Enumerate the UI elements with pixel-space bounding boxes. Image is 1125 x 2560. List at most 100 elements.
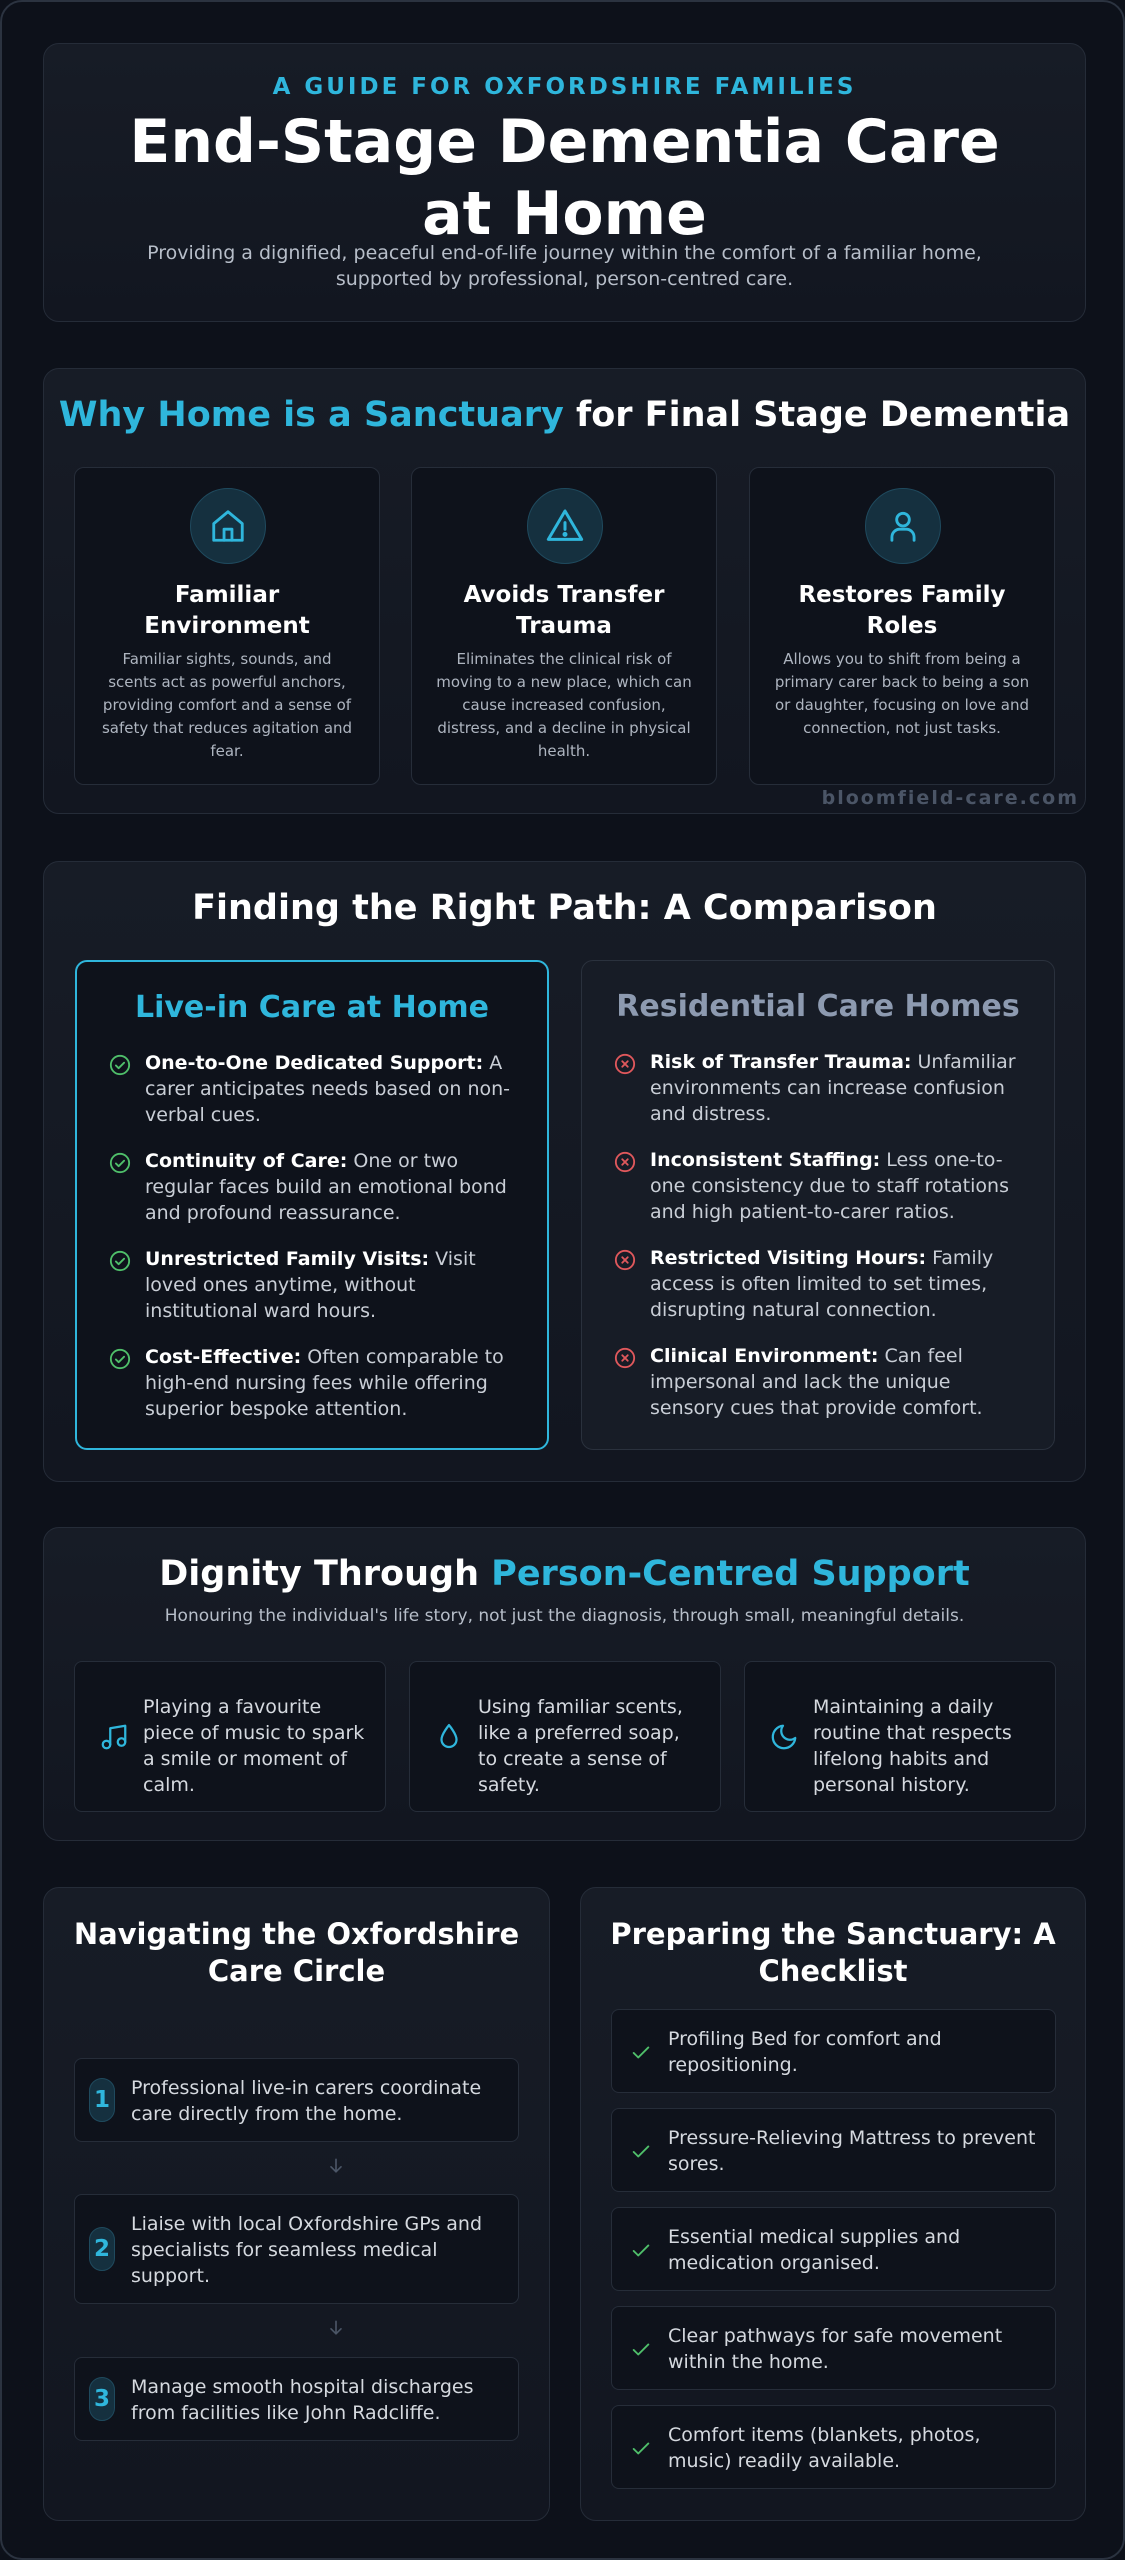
care-step: 3 Manage smooth hospital discharges from… (74, 2357, 519, 2441)
sanctuary-card-title: Avoids Transfer Trauma (463, 582, 665, 639)
item-bold: One-to-One Dedicated Support: (145, 1052, 484, 1074)
checklist-title: Preparing the Sanctuary: A Checklist (610, 1917, 1056, 1988)
x-circle-icon (614, 1347, 636, 1369)
live-in-item: Continuity of Care: One or two regular f… (109, 1148, 521, 1228)
checklist-item: Profiling Bed for comfort and reposition… (611, 2009, 1056, 2093)
watermark: bloomfield-care.com (821, 787, 1079, 809)
item-bold: Unrestricted Family Visits: (145, 1248, 430, 1270)
live-in-item: Cost-Effective: Often comparable to high… (109, 1344, 521, 1424)
item-bold: Risk of Transfer Trauma: (650, 1051, 912, 1073)
x-circle-icon (614, 1249, 636, 1271)
sanctuary-card-desc: Allows you to shift from being a primary… (774, 650, 1030, 737)
sanctuary-card-family: Restores Family Roles Allows you to shif… (749, 467, 1055, 785)
care-step: 2 Liaise with local Oxfordshire GPs and … (74, 2194, 519, 2304)
check-circle-icon (109, 1250, 131, 1272)
item-text: One or two regular faces build an emotio… (145, 1150, 507, 1224)
item-bold: Clinical Environment: (650, 1345, 879, 1367)
checklist-item-text: Profiling Bed for comfort and reposition… (668, 2028, 942, 2076)
check-circle-icon (109, 1054, 131, 1076)
x-circle-icon (614, 1151, 636, 1173)
header-panel: A GUIDE FOR OXFORDSHIRE FAMILIES End-Sta… (43, 43, 1086, 322)
dignity-card-text: Using familiar scents, like a preferred … (478, 1696, 683, 1796)
sanctuary-title-accent: Why Home is a Sanctuary (58, 395, 564, 435)
sanctuary-card-familiar: Familiar Environment Familiar sights, so… (74, 467, 380, 785)
sanctuary-card-title: Restores Family Roles (798, 582, 1006, 639)
dignity-title-accent: Person-Centred Support (491, 1554, 970, 1594)
residential-item: Inconsistent Staffing: Less one-to-one c… (614, 1147, 1028, 1227)
item-bold: Restricted Visiting Hours: (650, 1247, 927, 1269)
check-icon (632, 2244, 650, 2257)
arrow-down-icon (330, 2320, 342, 2335)
person-icon (865, 488, 941, 564)
sanctuary-title: Why Home is a Sanctuary for Final Stage … (44, 395, 1085, 435)
checklist-item: Pressure-Relieving Mattress to prevent s… (611, 2108, 1056, 2192)
moon-icon (771, 1724, 797, 1750)
sanctuary-card-desc: Eliminates the clinical risk of moving t… (436, 650, 692, 760)
step-text: Liaise with local Oxfordshire GPs and sp… (131, 2213, 482, 2287)
music-icon (101, 1724, 127, 1750)
residential-item: Clinical Environment: Can feel impersona… (614, 1343, 1028, 1423)
checklist-item: Clear pathways for safe movement within … (611, 2306, 1056, 2390)
item-text: Unfamiliar environments can increase con… (650, 1051, 1016, 1125)
residential-item: Risk of Transfer Trauma: Unfamiliar envi… (614, 1049, 1028, 1129)
checklist-item-text: Comfort items (blankets, photos, music) … (668, 2424, 981, 2472)
dignity-subtitle: Honouring the individual's life story, n… (164, 1606, 965, 1626)
step-text: Professional live-in carers coordinate c… (131, 2077, 482, 2125)
dignity-card-text: Maintaining a daily routine that respect… (813, 1696, 1012, 1796)
residential-care-title: Residential Care Homes (616, 989, 1020, 1024)
care-step: 1 Professional live-in carers coordinate… (74, 2058, 519, 2142)
check-icon (632, 2145, 650, 2158)
checklist-item: Comfort items (blankets, photos, music) … (611, 2405, 1056, 2489)
item-bold: Continuity of Care: (145, 1150, 348, 1172)
check-circle-icon (109, 1348, 131, 1370)
check-icon (632, 2343, 650, 2356)
item-text: Often comparable to high-end nursing fee… (145, 1346, 504, 1420)
item-text: A carer anticipates needs based on non-v… (145, 1052, 511, 1126)
checklist-panel: Preparing the Sanctuary: A Checklist Pro… (580, 1887, 1086, 2521)
droplet-icon (440, 1724, 458, 1749)
step-number: 1 (89, 2078, 115, 2122)
check-icon (632, 2046, 650, 2059)
checklist-item-text: Pressure-Relieving Mattress to prevent s… (668, 2127, 1036, 2175)
sanctuary-panel: Why Home is a Sanctuary for Final Stage … (43, 368, 1086, 814)
checklist-item: Essential medical supplies and medicatio… (611, 2207, 1056, 2291)
sanctuary-title-rest: for Final Stage Dementia (563, 395, 1071, 435)
item-bold: Cost-Effective: (145, 1346, 302, 1368)
sanctuary-card-title: Familiar Environment (144, 582, 310, 639)
check-icon (632, 2442, 650, 2455)
comparison-title: Finding the Right Path: A Comparison (192, 888, 937, 928)
header-eyebrow: A GUIDE FOR OXFORDSHIRE FAMILIES (272, 74, 857, 100)
checklist-item-text: Clear pathways for safe movement within … (668, 2325, 1003, 2373)
dignity-title: Dignity Through Person-Centred Support (44, 1554, 1085, 1594)
item-text: Visit loved ones anytime, without instit… (145, 1248, 476, 1322)
dignity-card-text: Playing a favourite piece of music to sp… (143, 1696, 365, 1796)
check-circle-icon (109, 1152, 131, 1174)
step-text: Manage smooth hospital discharges from f… (131, 2376, 474, 2424)
sanctuary-card-desc: Familiar sights, sounds, and scents act … (101, 650, 353, 760)
dignity-title-rest: Dignity Through (159, 1554, 492, 1594)
dignity-card-scent: Using familiar scents, like a preferred … (409, 1661, 721, 1812)
step-number: 2 (89, 2227, 115, 2271)
navigating-panel: Navigating the Oxfordshire Care Circle 1… (43, 1887, 550, 2521)
live-in-care-title: Live-in Care at Home (134, 990, 490, 1025)
residential-care-column: Residential Care Homes Risk of Transfer … (581, 960, 1055, 1450)
dignity-panel: Dignity Through Person-Centred Support H… (43, 1527, 1086, 1841)
page-subtitle: Providing a dignified, peaceful end-of-l… (147, 242, 982, 290)
live-in-item: Unrestricted Family Visits: Visit loved … (109, 1246, 521, 1326)
arrow-down-icon (330, 2158, 342, 2173)
item-text: Less one-to-one consistency due to staff… (650, 1149, 1009, 1223)
home-icon (190, 488, 266, 564)
x-circle-icon (614, 1053, 636, 1075)
item-text: Can feel impersonal and lack the unique … (650, 1345, 983, 1419)
dignity-card-routine: Maintaining a daily routine that respect… (744, 1661, 1056, 1812)
dignity-card-music: Playing a favourite piece of music to sp… (74, 1661, 386, 1812)
live-in-item: One-to-One Dedicated Support: A carer an… (109, 1050, 521, 1130)
item-text: Family access is often limited to set ti… (650, 1247, 994, 1321)
sanctuary-card-transfer: Avoids Transfer Trauma Eliminates the cl… (411, 467, 717, 785)
warning-icon (527, 488, 603, 564)
checklist-item-text: Essential medical supplies and medicatio… (668, 2226, 961, 2274)
navigating-title: Navigating the Oxfordshire Care Circle (73, 1917, 520, 1988)
step-number: 3 (89, 2377, 115, 2421)
item-bold: Inconsistent Staffing: (650, 1149, 881, 1171)
